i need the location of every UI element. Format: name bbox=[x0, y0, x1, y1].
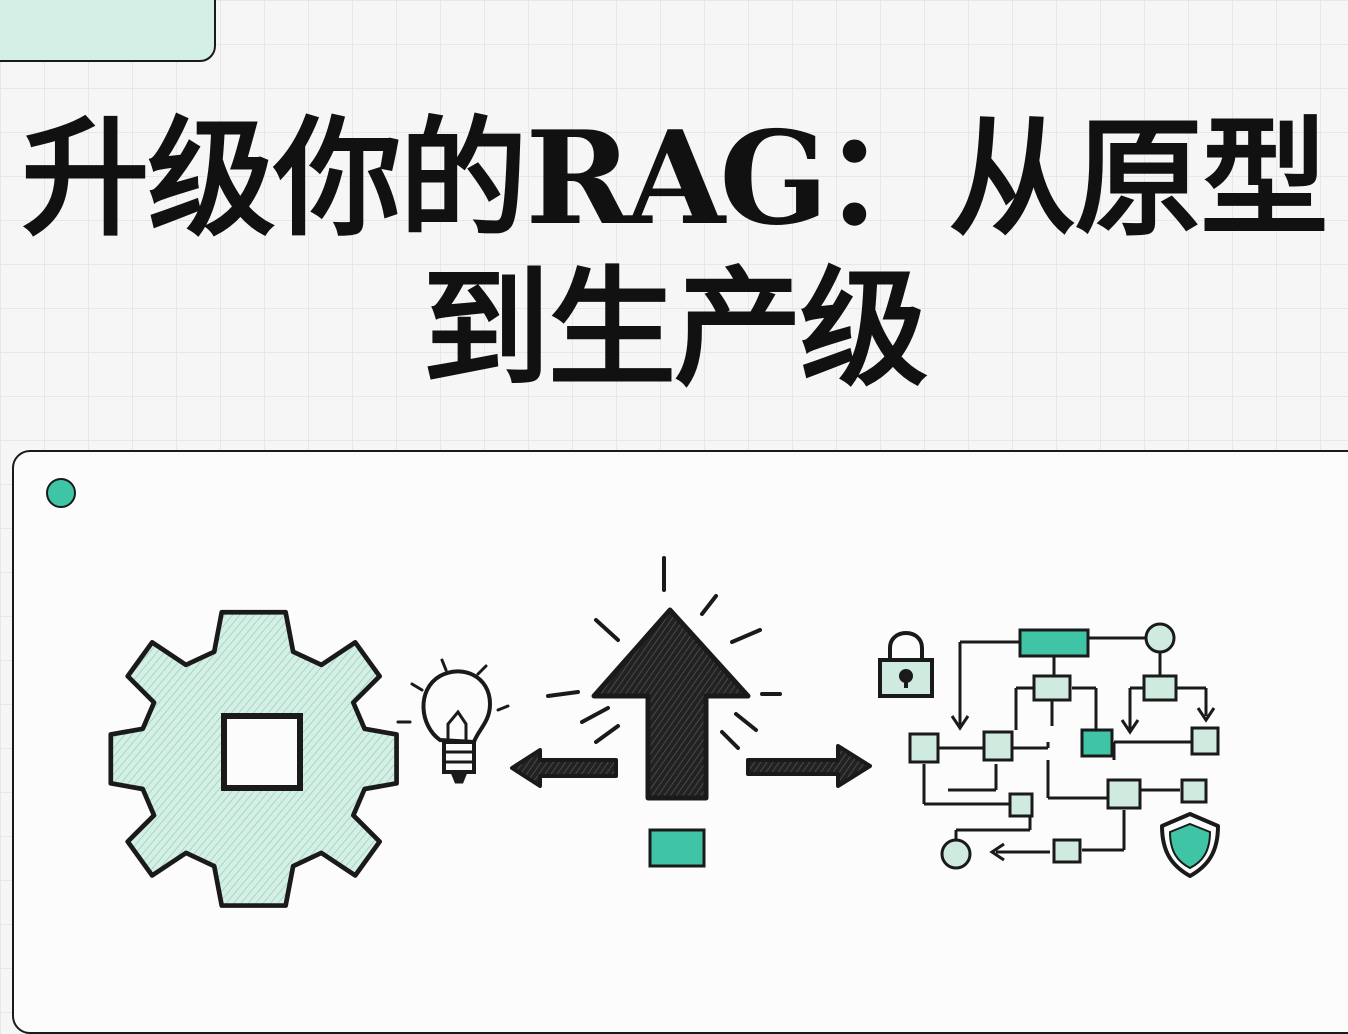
arrow-left-icon bbox=[510, 748, 618, 788]
lightbulb-icon bbox=[396, 658, 510, 784]
title-line-1: 升级你的RAG：从原型 bbox=[21, 104, 1328, 254]
arrow-up-icon bbox=[546, 556, 782, 868]
page-title: 升级你的RAG：从原型 到生产级 bbox=[0, 104, 1348, 405]
gear-icon bbox=[108, 609, 399, 908]
illustration bbox=[108, 556, 1220, 908]
arrow-right-icon bbox=[746, 744, 872, 788]
card-dot bbox=[46, 478, 76, 508]
top-tab bbox=[0, 0, 216, 62]
title-line-2: 到生产级 bbox=[421, 255, 928, 404]
padlock-icon bbox=[878, 631, 934, 698]
flowchart-icon bbox=[908, 622, 1220, 870]
shield-icon bbox=[1160, 812, 1220, 878]
